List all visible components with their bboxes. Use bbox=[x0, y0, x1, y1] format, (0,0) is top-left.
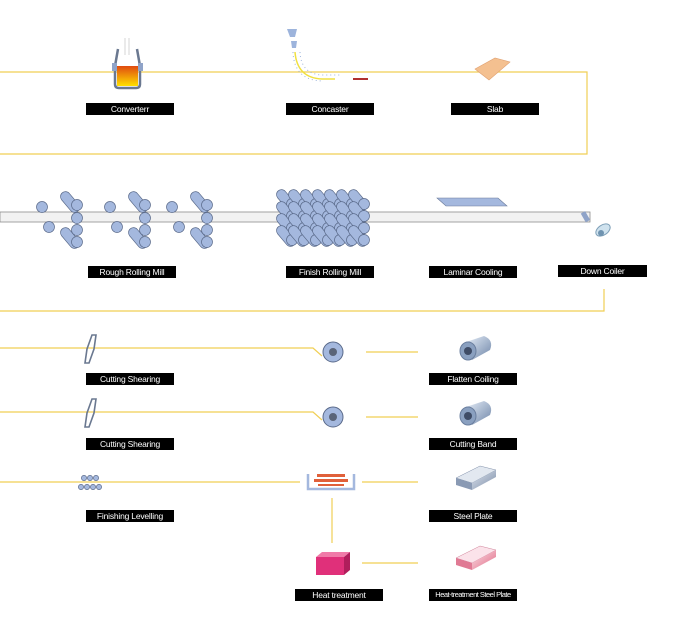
shear-icon bbox=[84, 334, 97, 364]
flatten-coil-icon bbox=[459, 336, 492, 361]
roll-end bbox=[139, 236, 151, 248]
converter-icon bbox=[112, 38, 143, 90]
roller-guide bbox=[173, 221, 185, 233]
heat-treatment-plate-icon bbox=[455, 545, 497, 570]
roll-end bbox=[201, 199, 213, 211]
roll-end bbox=[139, 199, 151, 211]
roll-end bbox=[71, 224, 83, 236]
label-concaster: Concaster bbox=[286, 103, 374, 115]
roller-guide bbox=[104, 201, 116, 213]
label-flatten-coiling: Flatten Coiling bbox=[429, 373, 517, 385]
roller-guide bbox=[43, 221, 55, 233]
laminar-cooling-icon bbox=[436, 197, 508, 207]
heat-treatment-icon bbox=[316, 552, 350, 575]
label-slab: Slab bbox=[451, 103, 539, 115]
furnace-icon bbox=[306, 474, 356, 491]
label-finishing-levelling: Finishing Levelling bbox=[86, 510, 174, 522]
label-cutting-band: Cutting Band bbox=[429, 438, 517, 450]
label-down-coiler: Down Coiler bbox=[558, 265, 647, 277]
steel-plate-icon bbox=[455, 465, 497, 490]
roll-end bbox=[71, 199, 83, 211]
down-coiler-icon bbox=[580, 211, 611, 237]
label-cutting-shearing: Cutting Shearing bbox=[86, 438, 174, 450]
flow-lines bbox=[0, 71, 605, 564]
coil-end-icon bbox=[322, 406, 344, 428]
coil-end-icon bbox=[322, 341, 344, 363]
slab-icon bbox=[474, 57, 511, 81]
finish-roll-end bbox=[358, 234, 370, 246]
roller-guide bbox=[166, 201, 178, 213]
label-heat-treatment: Heat treatment bbox=[295, 589, 383, 601]
roll-end bbox=[71, 212, 83, 224]
roll-end bbox=[201, 212, 213, 224]
label-cutting-shearing: Cutting Shearing bbox=[86, 373, 174, 385]
label-heat-treatment-steel-plate: Heat-treatment Steel Plate bbox=[429, 589, 517, 601]
shear-icon bbox=[84, 398, 97, 428]
levelling-rollers-icon bbox=[78, 475, 102, 490]
label-finish-rolling-mill: Finish Rolling Mill bbox=[286, 266, 374, 278]
label-steel-plate: Steel Plate bbox=[429, 510, 517, 522]
roll-end bbox=[139, 212, 151, 224]
roll-end bbox=[71, 236, 83, 248]
finish-rolling-mill-icon bbox=[274, 187, 370, 249]
roll-end bbox=[139, 224, 151, 236]
concaster-icon bbox=[287, 29, 368, 82]
roll-end bbox=[201, 236, 213, 248]
label-laminar-cooling: Laminar Cooling bbox=[429, 266, 517, 278]
roller-guide bbox=[36, 201, 48, 213]
label-converter: Converterr bbox=[86, 103, 174, 115]
label-rough-rolling-mill: Rough Rolling Mill bbox=[88, 266, 176, 278]
roller-guide bbox=[111, 221, 123, 233]
roll-end bbox=[201, 224, 213, 236]
cutting-band-coil-icon bbox=[459, 401, 492, 426]
